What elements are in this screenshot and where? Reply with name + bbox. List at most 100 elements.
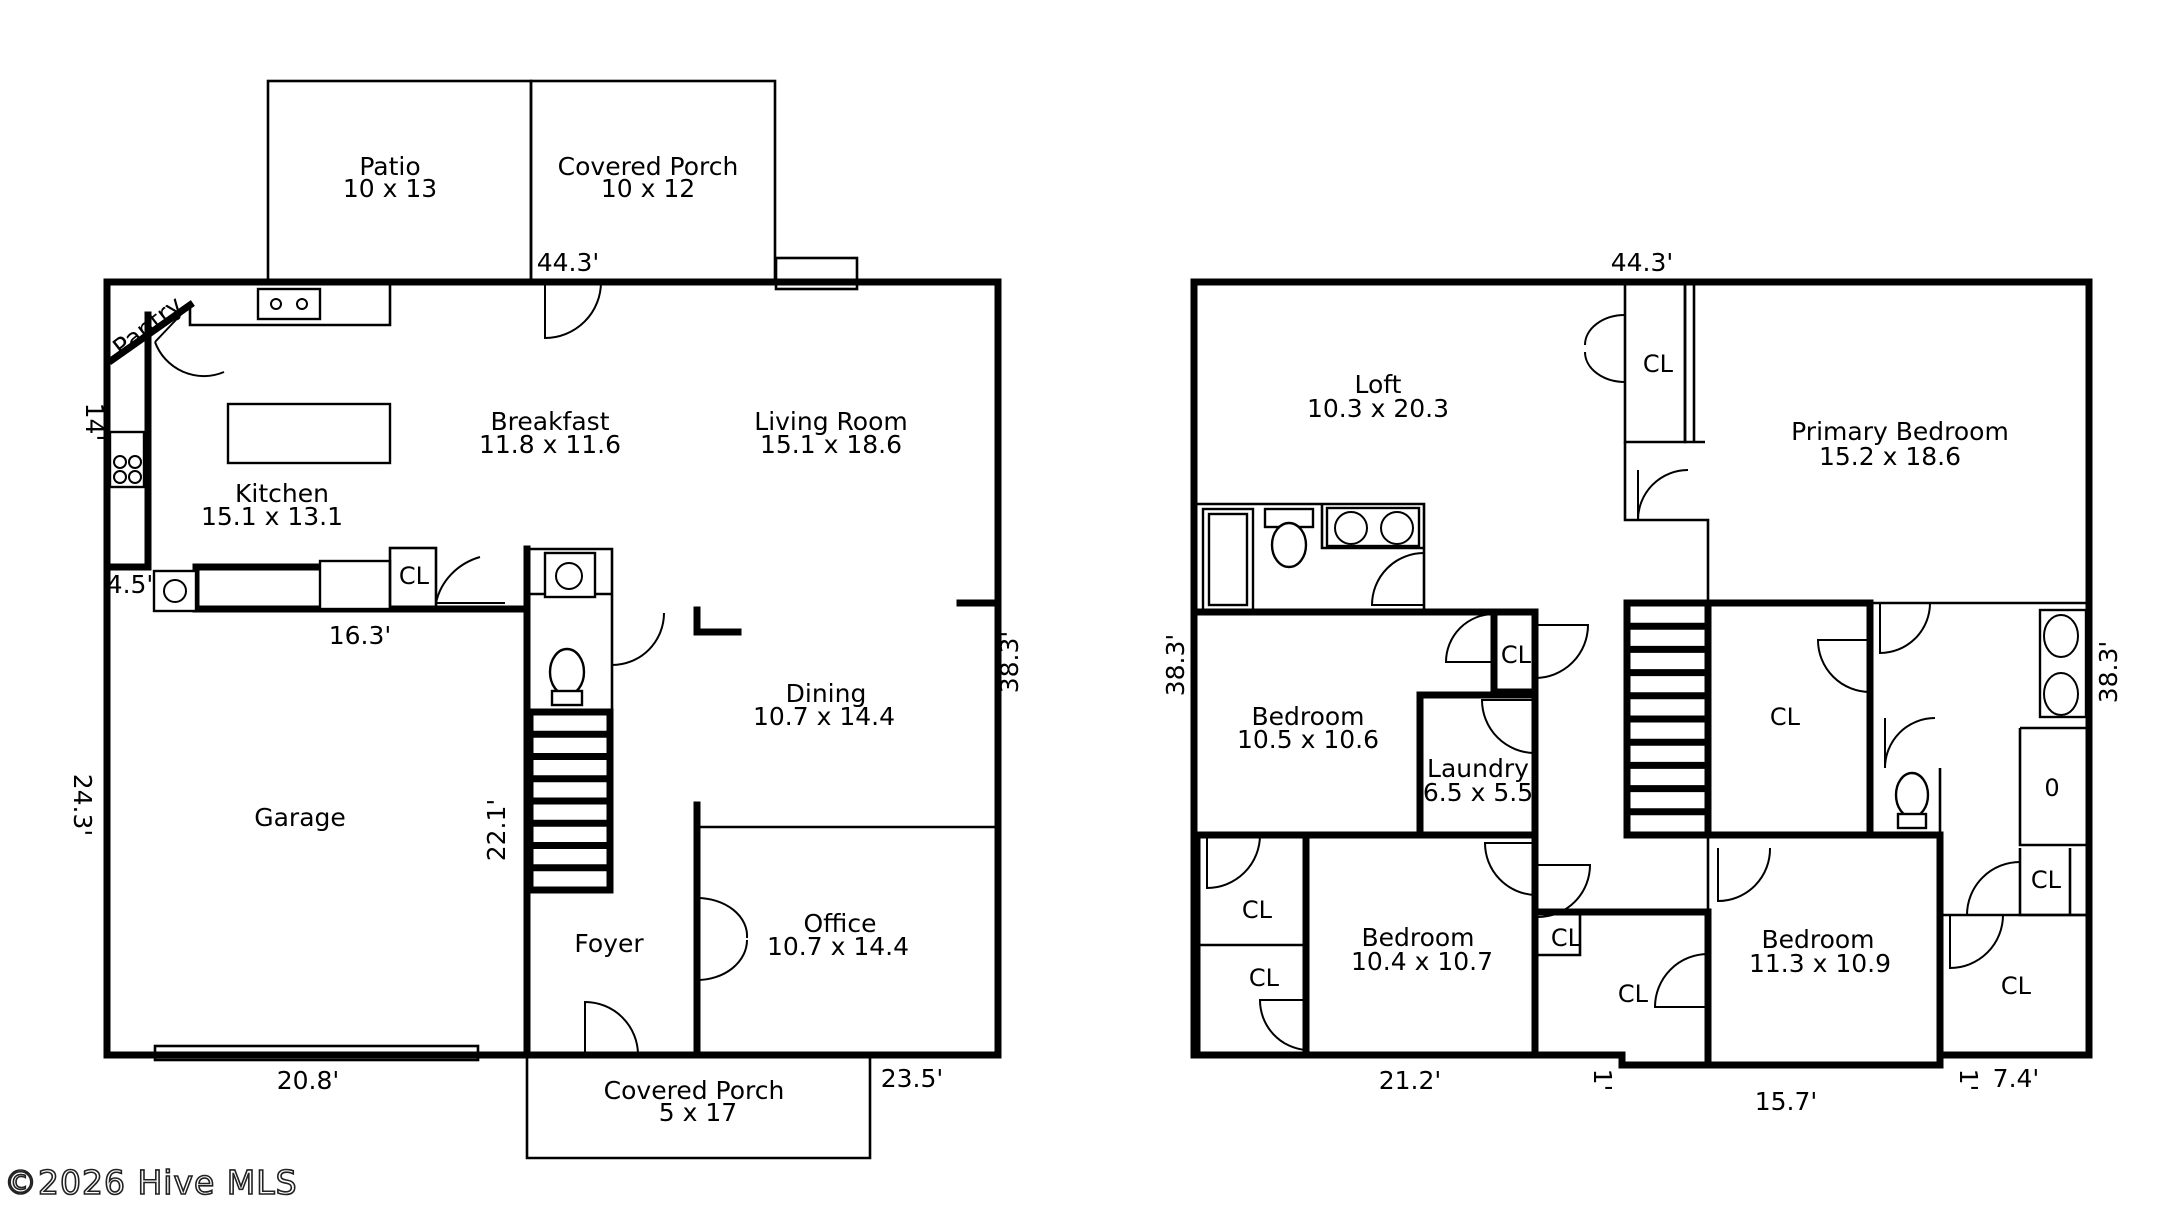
counter — [318, 559, 392, 611]
small-closet — [1535, 912, 1582, 957]
dim-second-bottom-right: 7.4' — [1993, 1064, 2040, 1093]
basin — [555, 562, 583, 590]
dim-second-bottom-left: 21.2' — [1379, 1066, 1442, 1095]
hall-closet-door — [1653, 953, 1709, 1008]
dim-first-garage-side: 24.3' — [68, 774, 97, 837]
kitchen-inner-wall — [106, 311, 152, 571]
size-patio: 10 x 13 — [343, 174, 437, 203]
burner — [128, 470, 142, 484]
half-bath-sink — [543, 551, 597, 599]
basin — [1380, 511, 1414, 545]
closet-wall — [1683, 285, 1705, 444]
closet-label: CL — [1643, 350, 1674, 378]
closet-label: CL — [1242, 896, 1273, 924]
bedroom3-closet-door — [1949, 914, 2004, 970]
bedroom2-closet-door — [1537, 864, 1592, 918]
fireplace — [774, 256, 859, 291]
dim-first-stair: 22.1' — [482, 799, 511, 862]
laundry-door — [1480, 699, 1536, 754]
walk-in-closet-door — [1816, 639, 1871, 693]
dim-second-bottom-mid: 15.7' — [1755, 1087, 1818, 1116]
kitchen-sink — [256, 287, 322, 321]
label-laundry: Laundry — [1427, 754, 1529, 783]
size-bedroom-3: 11.3 x 10.9 — [1749, 949, 1891, 978]
dim-first-kitchen-bottom: 16.3' — [329, 621, 392, 650]
size-living-room: 15.1 x 18.6 — [760, 430, 902, 459]
bedroom2-door — [1483, 842, 1536, 896]
toilet — [1894, 771, 1930, 819]
dim-second-top: 44.3' — [1611, 248, 1674, 277]
powder-sink — [152, 569, 198, 613]
label-dining: Dining — [786, 679, 867, 708]
size-office: 10.7 x 14.4 — [767, 932, 909, 961]
label-bedroom-3: Bedroom — [1761, 925, 1874, 954]
pantry-wall — [107, 300, 195, 365]
burner — [113, 470, 127, 484]
bedroom3-door — [1717, 847, 1772, 903]
closet-door — [1206, 834, 1261, 890]
size-laundry: 6.5 x 5.5 — [1423, 778, 1533, 807]
label-office: Office — [804, 909, 877, 938]
sink-drain — [296, 298, 308, 310]
closet-label: CL — [2031, 866, 2062, 894]
second-floor-exterior-wall — [1190, 278, 2093, 1069]
dim-first-left: 14' — [80, 403, 109, 442]
burner — [128, 455, 142, 469]
hall-bath-door — [1370, 552, 1425, 606]
kitchen-closet — [388, 546, 438, 610]
bedroom1-closet-door — [1534, 624, 1590, 679]
label-loft: Loft — [1355, 370, 1402, 399]
toilet-room-door — [1884, 717, 1936, 769]
kitchen-island — [226, 402, 392, 465]
closet-label: CL — [1770, 703, 1801, 731]
label-kitchen: Kitchen — [235, 479, 329, 508]
bedroom1-top-wall — [1190, 608, 1539, 699]
basin — [163, 579, 187, 603]
label-garage: Garage — [254, 803, 346, 832]
basin — [1334, 511, 1368, 545]
range — [108, 430, 146, 489]
label-covered-porch-rear: Covered Porch — [558, 152, 739, 181]
toilet — [1270, 521, 1308, 569]
label-bedroom-1: Bedroom — [1251, 702, 1364, 731]
laundry-wall — [1416, 691, 1539, 839]
size-loft: 10.3 x 20.3 — [1307, 394, 1449, 423]
dim-first-kitchen-small: 4.5' — [107, 570, 154, 599]
dim-first-bottom-right: 23.5' — [881, 1064, 944, 1093]
staircase — [526, 708, 614, 894]
label-covered-porch-front: Covered Porch — [604, 1076, 785, 1105]
size-bedroom-2: 10.4 x 10.7 — [1351, 947, 1493, 976]
closet-door — [1258, 999, 1307, 1051]
label-living-room: Living Room — [754, 407, 907, 436]
basin — [2043, 614, 2079, 658]
closet-label: CL — [1618, 980, 1649, 1008]
closet-label: CL — [399, 562, 430, 590]
second-floor: 0 Loft 10.3 x 20.3 Primary Bedroom 15.2 … — [1161, 248, 2123, 1116]
burner — [113, 455, 127, 469]
shower-drain: 0 — [2044, 774, 2059, 802]
garage-door — [153, 1044, 480, 1062]
size-covered-porch-front: 5 x 17 — [659, 1098, 737, 1127]
dim-second-jog-b: 1' — [1954, 1069, 1983, 1092]
size-breakfast: 11.8 x 11.6 — [479, 430, 621, 459]
kitchen-upper-counter — [188, 282, 392, 327]
dim-second-right: 38.3' — [2094, 641, 2123, 704]
primary-suite-walls — [1704, 599, 1944, 1064]
size-kitchen: 15.1 x 13.1 — [201, 502, 343, 531]
closet-label: CL — [1551, 924, 1582, 952]
toilet — [548, 647, 586, 697]
copyright-watermark: ©2026 Hive MLS — [4, 1163, 298, 1202]
front-door — [584, 1000, 639, 1056]
sink-drain — [270, 298, 282, 310]
size-covered-porch-rear: 10 x 12 — [601, 174, 695, 203]
dim-second-left: 38.3' — [1161, 634, 1190, 697]
dim-first-right: 38.3' — [995, 631, 1024, 694]
primary-bath-door — [1879, 602, 1931, 655]
dim-first-bottom-left: 20.8' — [277, 1066, 340, 1095]
label-foyer: Foyer — [574, 929, 644, 958]
pantry-door — [154, 304, 225, 378]
closet-label: CL — [2001, 972, 2032, 1000]
size-dining: 10.7 x 14.4 — [753, 702, 895, 731]
vanity-line — [1320, 504, 1424, 550]
